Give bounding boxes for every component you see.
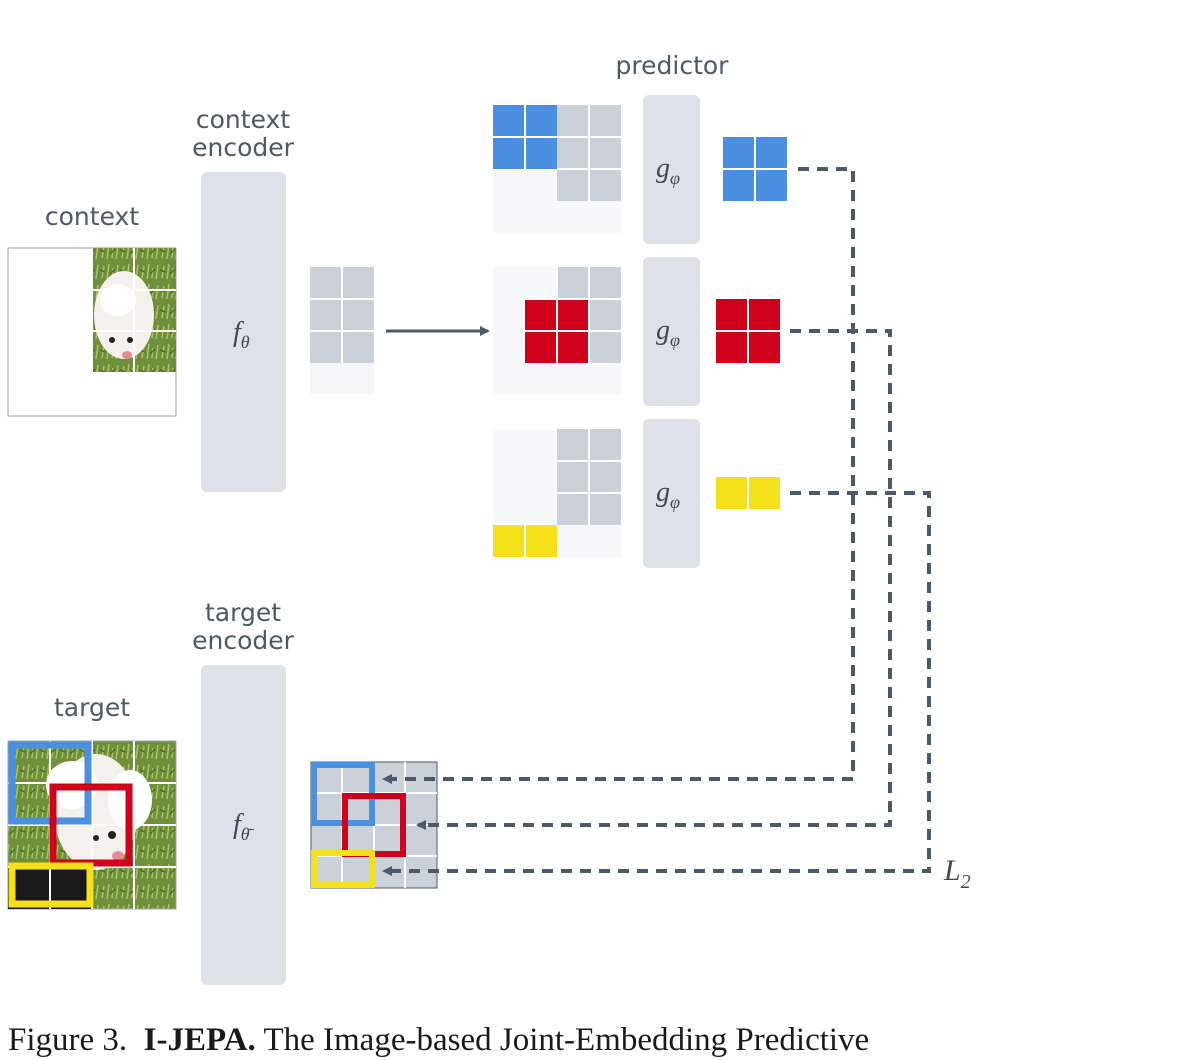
caption-title: I-JEPA.: [143, 1022, 256, 1058]
predictor-block-1: [643, 95, 700, 244]
figure-caption: Figure 3. I-JEPA. The Image-based Joint-…: [8, 1022, 1188, 1060]
predictor-input-grid-red: [493, 267, 621, 395]
g-phi-symbol-2: gφ: [656, 315, 680, 350]
target-image: [7, 740, 177, 910]
target-encoder-label-line1: target: [205, 598, 281, 627]
context-encoder-label-line2: encoder: [192, 133, 295, 162]
caption-text: The Image-based Joint-Embedding Predicti…: [263, 1022, 870, 1058]
loss-symbol: L2: [943, 854, 971, 893]
predictor-block-2: [643, 257, 700, 406]
loss-connector-yellow: [382, 491, 931, 876]
predicted-embedding-yellow: [716, 477, 780, 509]
context-encoder-label-line1: context: [196, 105, 290, 134]
context-image: [7, 247, 177, 417]
caption-prefix: Figure 3.: [8, 1022, 128, 1058]
predictor-block-3: [643, 419, 700, 568]
predictor-label: predictor: [616, 51, 730, 80]
loss-connector-red: [416, 329, 892, 830]
context-embedding-grid: [310, 267, 374, 394]
predicted-embedding-blue: [723, 137, 787, 201]
g-phi-symbol-3: gφ: [656, 477, 680, 512]
f-theta-symbol: fθ: [233, 317, 250, 352]
target-block-yellow: [8, 862, 94, 908]
target-label: target: [54, 693, 130, 722]
predicted-embedding-red: [716, 299, 780, 363]
loss-connector-blue: [382, 167, 855, 784]
target-encoder-block: [201, 665, 286, 985]
embedding-block-yellow: [311, 850, 375, 888]
g-phi-symbol-1: gφ: [656, 153, 680, 188]
context-label: context: [45, 202, 139, 231]
predictor-input-grid-blue: [493, 105, 621, 233]
predictor-input-grid-yellow: [493, 429, 621, 557]
context-encoder-block: [201, 172, 286, 492]
target-encoder-label-line2: encoder: [192, 626, 295, 655]
